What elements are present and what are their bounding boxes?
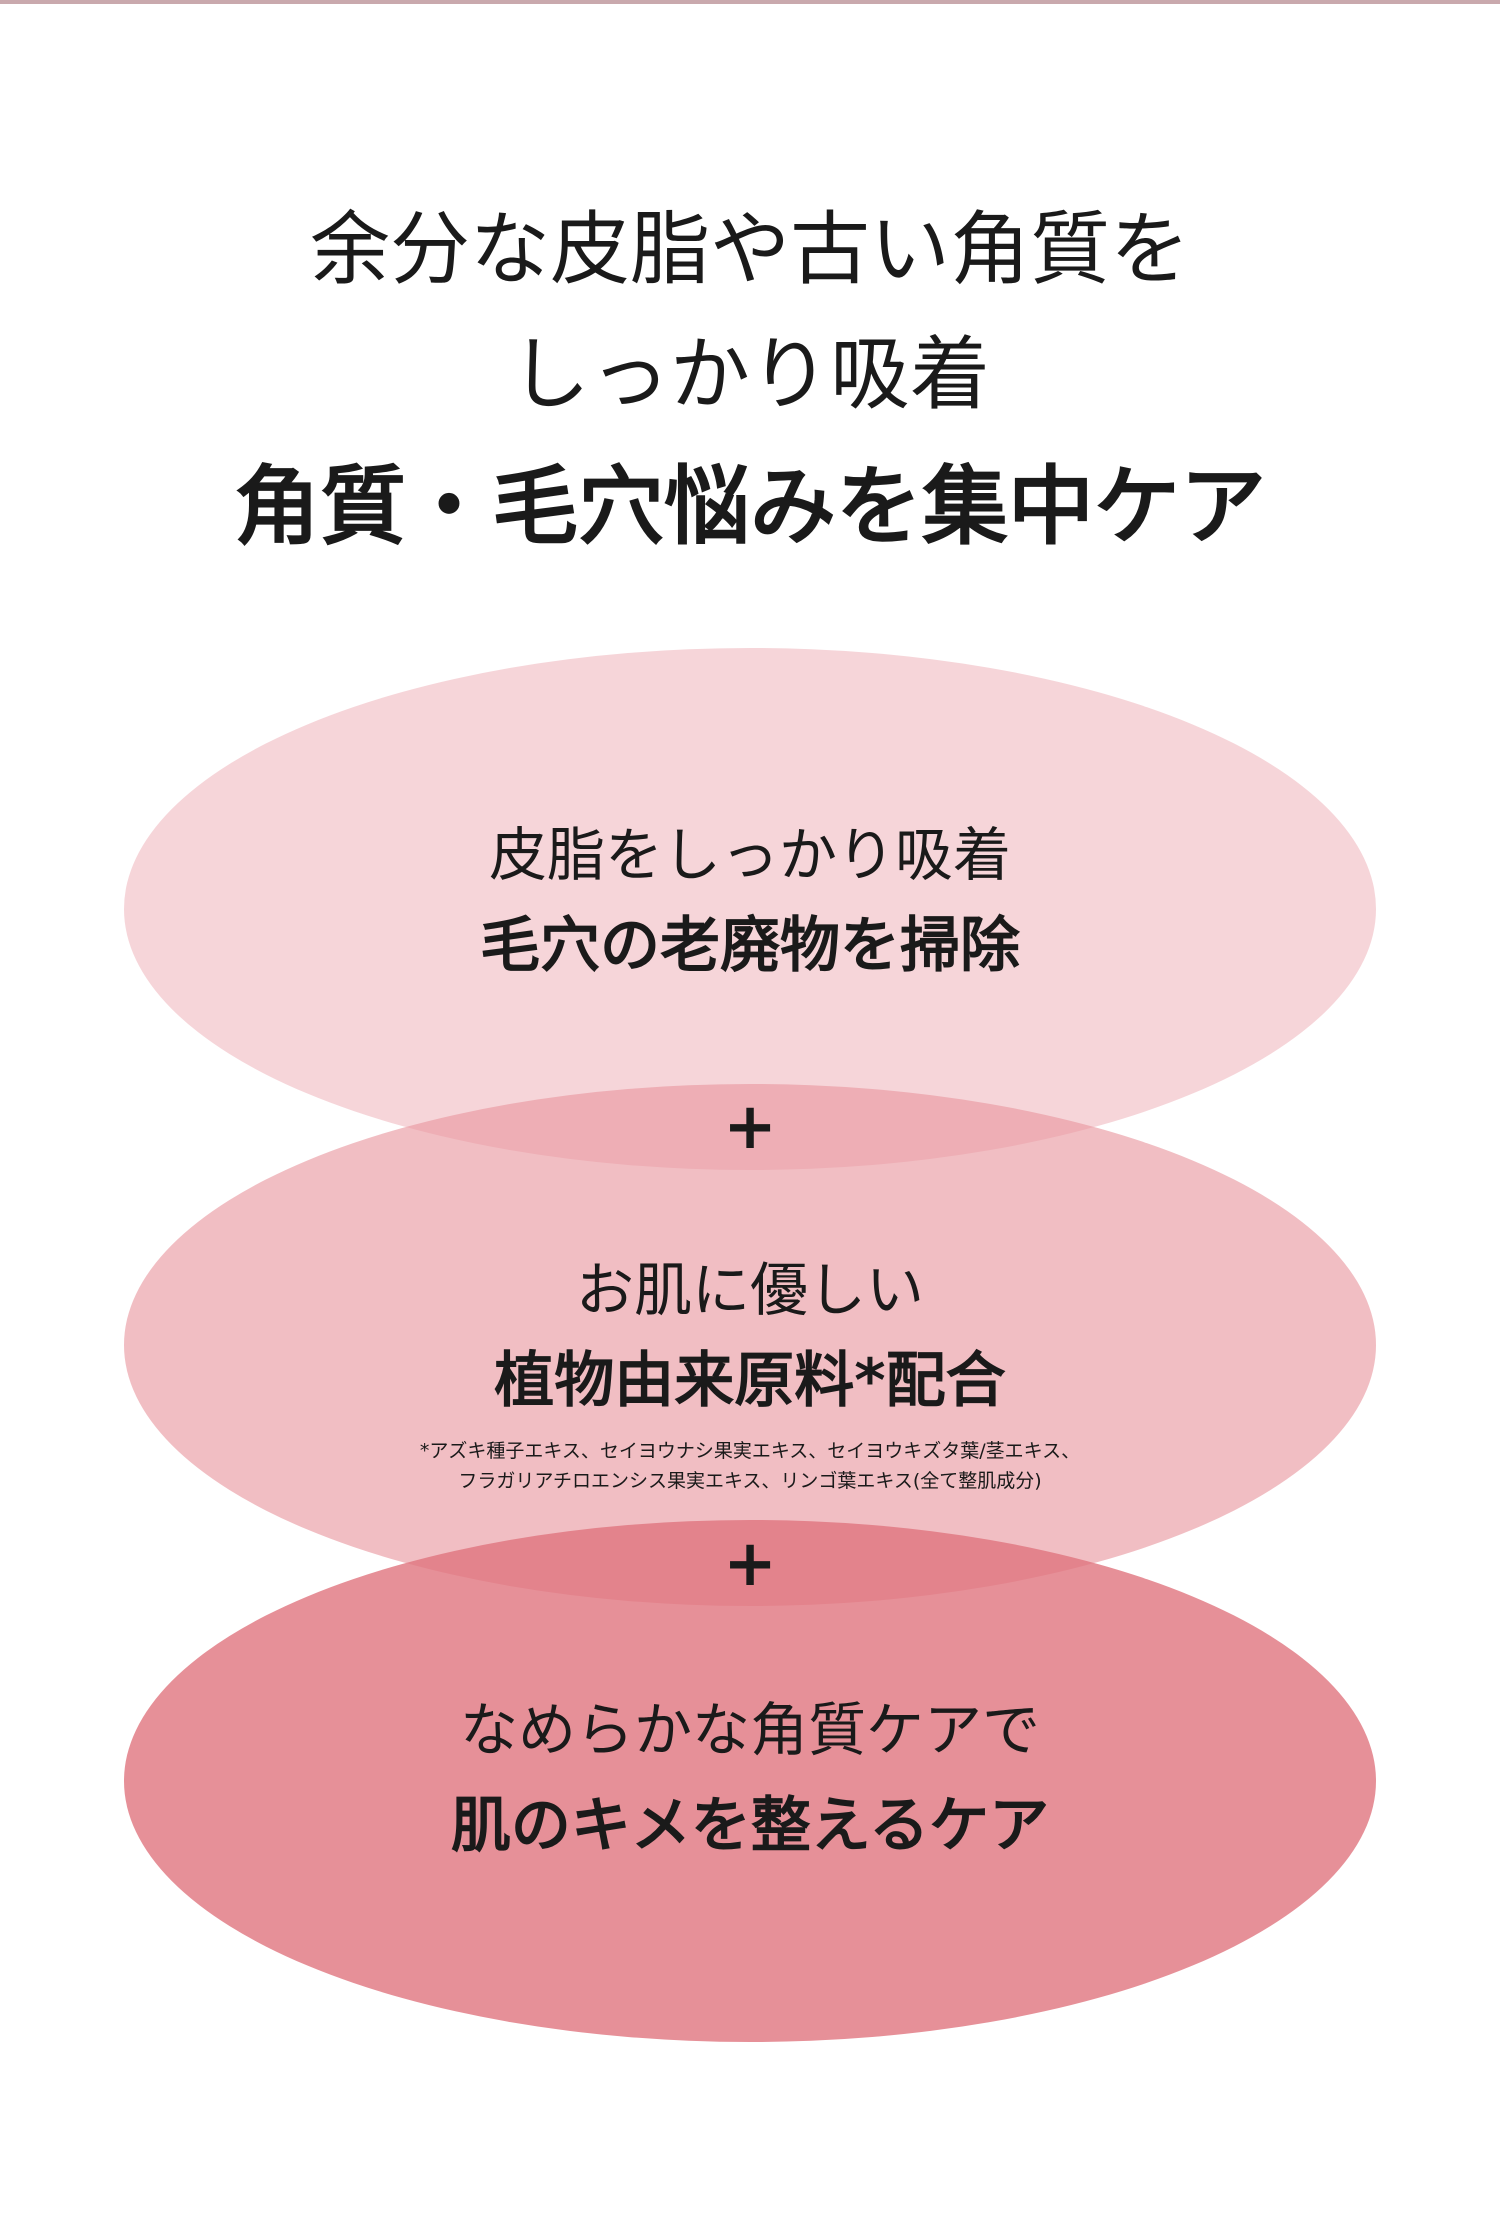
headline-line-2: しっかり吸着 (510, 328, 990, 421)
feature-2-lead: お肌に優しい (575, 1256, 924, 1324)
plus-icon: + (723, 1090, 777, 1164)
feature-3-lead: なめらかな角質ケアで (459, 1696, 1040, 1764)
feature-2-footnote-line-1: *アズキ種子エキス、セイヨウナシ果実エキス、セイヨウキズタ葉/茎エキス、 (419, 1440, 1081, 1462)
feature-ellipse-sebum (124, 648, 1376, 1170)
feature-2-main: 植物由来原料*配合 (494, 1346, 1006, 1416)
feature-ellipse-texture (124, 1520, 1376, 2042)
feature-1-main: 毛穴の老廃物を掃除 (480, 911, 1020, 981)
top-image-edge (0, 0, 1500, 4)
plus-icon: + (723, 1527, 777, 1601)
headline-emphasis: 角質・毛穴悩みを集中ケア (234, 457, 1266, 557)
feature-3-main: 肌のキメを整えるケア (450, 1791, 1050, 1861)
headline-line-1: 余分な皮脂や古い角質を (310, 203, 1190, 296)
feature-ellipse-botanical (124, 1084, 1376, 1606)
feature-1-lead: 皮脂をしっかり吸着 (488, 821, 1011, 889)
feature-2-footnote-line-2: フラガリアチロエンシス果実エキス、リンゴ葉エキス(全て整肌成分) (458, 1470, 1042, 1492)
